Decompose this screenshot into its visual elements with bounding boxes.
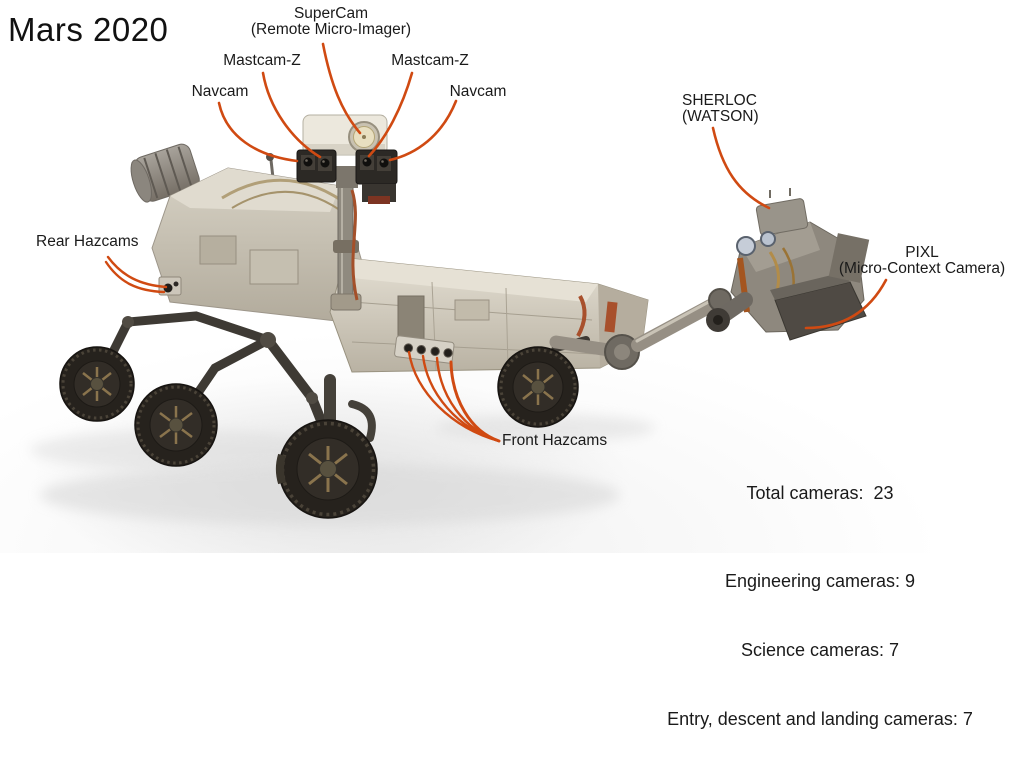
wheel-front-left <box>275 419 378 519</box>
leader-sherloc <box>711 126 771 210</box>
label-mastcam-z-right: Mastcam-Z <box>391 52 469 69</box>
mast <box>296 114 398 311</box>
camera-stats: Total cameras: 23 Engineering cameras: 9… <box>667 436 973 777</box>
wheel-rear-left <box>59 346 135 422</box>
label-sherloc-line1: SHERLOC <box>682 92 757 109</box>
label-rear-hazcams: Rear Hazcams <box>36 233 139 250</box>
mars2020-camera-diagram: Mars 2020 SuperCam (Remote Micro-Imager)… <box>0 0 1024 729</box>
rear-hazcam-unit <box>158 276 182 296</box>
leader-navcam-right <box>388 99 458 162</box>
stat-engineering-cameras: Engineering cameras: 9 <box>724 571 916 591</box>
turret <box>706 188 870 341</box>
leader-navcam-left <box>217 101 299 163</box>
label-pixl-line1: PIXL <box>905 244 939 261</box>
wheels <box>59 346 579 519</box>
leader-rear-hazcams-2 <box>104 260 166 294</box>
label-sherloc: SHERLOC (WATSON) <box>682 93 759 125</box>
leader-mastcam-right <box>367 71 414 158</box>
label-supercam-line1: SuperCam <box>293 5 369 22</box>
label-supercam-line2: (Remote Micro-Imager) <box>250 21 412 38</box>
label-pixl: PIXL (Micro-Context Camera) <box>839 245 1005 277</box>
rtg <box>130 143 200 203</box>
label-pixl-line2: (Micro-Context Camera) <box>838 260 1006 277</box>
label-navcam-left: Navcam <box>191 83 249 100</box>
leader-rear-hazcams-1 <box>106 255 168 289</box>
label-mastcam-z-left: Mastcam-Z <box>223 52 301 69</box>
robotic-arm <box>549 188 870 370</box>
label-sherloc-line2: (WATSON) <box>682 108 759 125</box>
label-front-hazcams: Front Hazcams <box>502 432 608 449</box>
label-supercam: SuperCam (Remote Micro-Imager) <box>251 6 411 38</box>
page-title: Mars 2020 <box>8 11 169 48</box>
leader-supercam <box>321 42 362 135</box>
wheel-front-right <box>497 346 579 428</box>
stat-science-cameras: Science cameras: 7 <box>740 640 900 660</box>
wheel-middle-left <box>134 383 218 467</box>
label-navcam-right: Navcam <box>449 83 507 100</box>
leader-lines <box>104 42 888 443</box>
leader-pixl <box>804 278 888 330</box>
rover-illustration <box>30 42 888 525</box>
stat-entry-descent-landing-cameras: Entry, descent and landing cameras: 7 <box>667 709 973 729</box>
leader-front-hazcams-4 <box>449 360 501 443</box>
mast-head <box>296 114 398 204</box>
stat-total-cameras: Total cameras: 23 <box>746 483 894 503</box>
leader-mastcam-left <box>261 71 322 159</box>
